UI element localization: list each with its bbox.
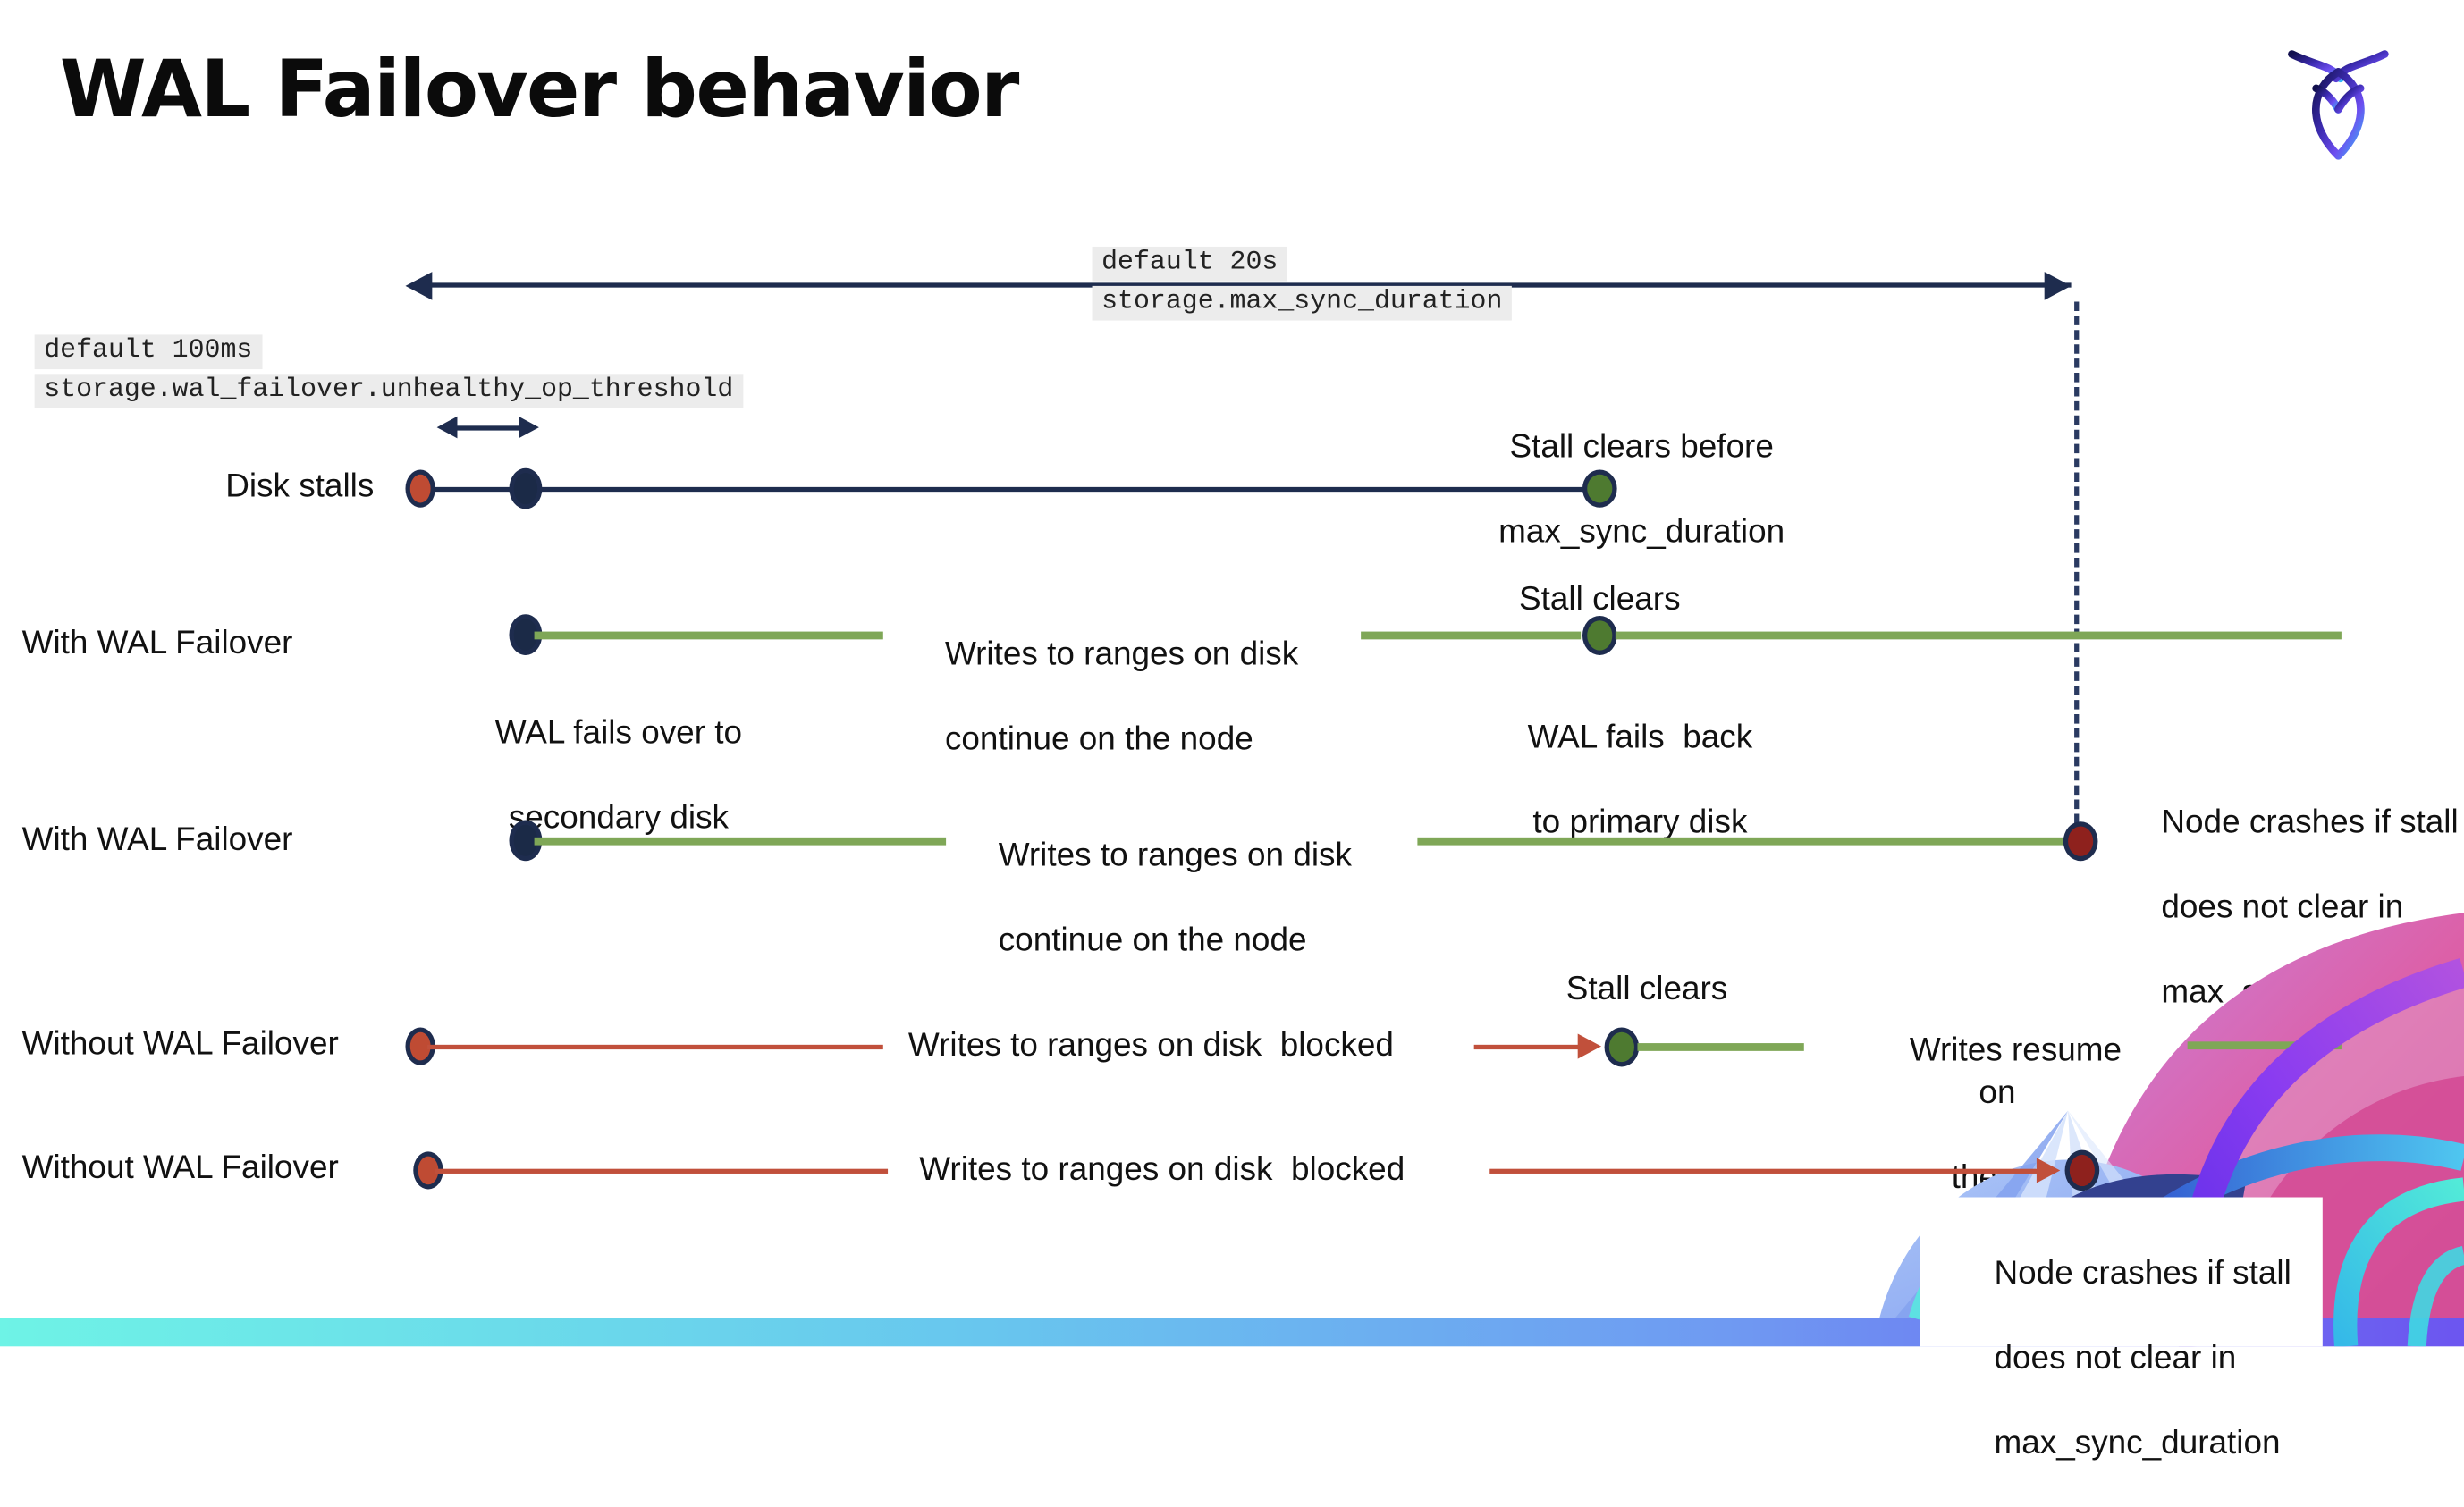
page-title: WAL Failover behavior: [59, 44, 1020, 136]
writes-continue-note: Writes to ranges on disk continue on the…: [908, 591, 1298, 803]
writes-blocked-note: Writes to ranges on disk blocked: [907, 1027, 1394, 1064]
writes-resume-line: [2187, 1040, 2342, 1049]
unhealthy-op-default-value: default 100ms: [34, 334, 262, 370]
writes-blocked-line: [435, 1167, 889, 1174]
slide: WAL Failover behavior default 20s storag…: [0, 44, 2464, 1461]
threshold-arrow-line: [452, 425, 522, 430]
cockroachdb-logo-icon: [2288, 50, 2389, 160]
node-crash-dot: [2063, 821, 2098, 862]
note-line: to primary disk: [1532, 804, 1748, 841]
node-crash-dot: [2064, 1149, 2100, 1191]
max-sync-setting-name: storage.max_sync_duration: [1092, 285, 1512, 321]
threshold-arrow-right-icon: [519, 416, 539, 439]
failback-primary-note: WAL fails back to primary disk: [1458, 674, 1785, 886]
writes-continue-line: [534, 630, 883, 639]
row-label-with-wal-failover-1: With WAL Failover: [21, 625, 293, 661]
note-line: secondary disk: [508, 799, 730, 837]
writes-continue-line: [1417, 836, 2065, 845]
stall-clears-dot: [1582, 615, 1617, 655]
max-sync-deadline-dashed-line: [2074, 301, 2080, 824]
note-line: Node crashes if stall: [2161, 804, 2459, 841]
writes-blocked-line: [427, 1043, 883, 1049]
max-sync-default-value: default 20s: [1092, 246, 1287, 282]
arrow-right-icon: [2044, 271, 2072, 299]
stall-clears-note: Stall clears: [1565, 971, 1728, 1007]
threshold-arrow-left-icon: [436, 416, 458, 439]
stall-start-dot: [405, 469, 435, 508]
arrow-left-icon: [405, 271, 433, 299]
note-line: Stall clears before: [1509, 428, 1774, 466]
stall-clears-dot: [1582, 469, 1617, 508]
stall-clears-note: Stall clears: [1519, 581, 1681, 618]
note-line: Writes resume on: [1909, 1031, 2131, 1111]
blocked-arrow-icon: [1577, 1033, 1602, 1059]
writes-continue-line: [1361, 630, 1582, 639]
note-line: WAL fails over to: [494, 714, 743, 752]
writes-continue-note: Writes to ranges on disk continue on the…: [962, 792, 1352, 1004]
note-line: Writes to ranges on disk: [944, 636, 1299, 673]
stall-clears-dot: [1604, 1027, 1640, 1067]
stall-clears-before-note: Stall clears before max_sync_duration: [1419, 383, 1827, 595]
row-label-without-wal-failover-1: Without WAL Failover: [21, 1025, 339, 1063]
writes-continue-line: [1615, 630, 2342, 639]
note-line: max_sync_duration: [1498, 513, 1785, 551]
note-line: does not clear in: [2161, 888, 2404, 926]
note-line: Writes to ranges on disk: [998, 837, 1352, 874]
row-label-without-wal-failover-2: Without WAL Failover: [21, 1149, 339, 1187]
node-crash-note: Node crashes if stall does not clear in …: [1939, 1209, 2323, 1506]
max-sync-duration-arrow-line: [427, 282, 2072, 287]
node-crash-callout: Node crashes if stall does not clear in …: [1920, 1197, 2323, 1461]
row-label-with-wal-failover-2: With WAL Failover: [21, 821, 293, 858]
unhealthy-op-setting-name: storage.wal_failover.unhealthy_op_thresh…: [34, 374, 743, 408]
writes-continue-line: [534, 836, 947, 845]
threshold-dot: [509, 467, 543, 509]
writes-blocked-line: [1473, 1043, 1584, 1049]
note-line: WAL fails back: [1527, 720, 1753, 756]
note-line: continue on the node: [998, 922, 1307, 959]
note-line: does not clear in: [1994, 1340, 2237, 1377]
writes-resume-line: [1637, 1042, 1804, 1050]
max-sync-duration-label: default 20s storage.max_sync_duration: [1092, 246, 1512, 325]
row-label-disk-stalls: Disk stalls: [225, 467, 375, 505]
note-line: Node crashes if stall: [1994, 1255, 2291, 1292]
blocked-arrow-icon: [2036, 1158, 2061, 1183]
failover-secondary-note: WAL fails over to secondary disk: [443, 669, 758, 881]
note-line: continue on the node: [944, 720, 1253, 758]
disk-stall-timeline: [419, 485, 1599, 492]
writes-blocked-note: Writes to ranges on disk blocked: [919, 1151, 1405, 1188]
writes-blocked-line: [1489, 1167, 2043, 1174]
note-line: max_sync_duration: [1994, 1425, 2281, 1461]
unhealthy-op-threshold-label: default 100ms storage.wal_failover.unhea…: [34, 334, 743, 413]
